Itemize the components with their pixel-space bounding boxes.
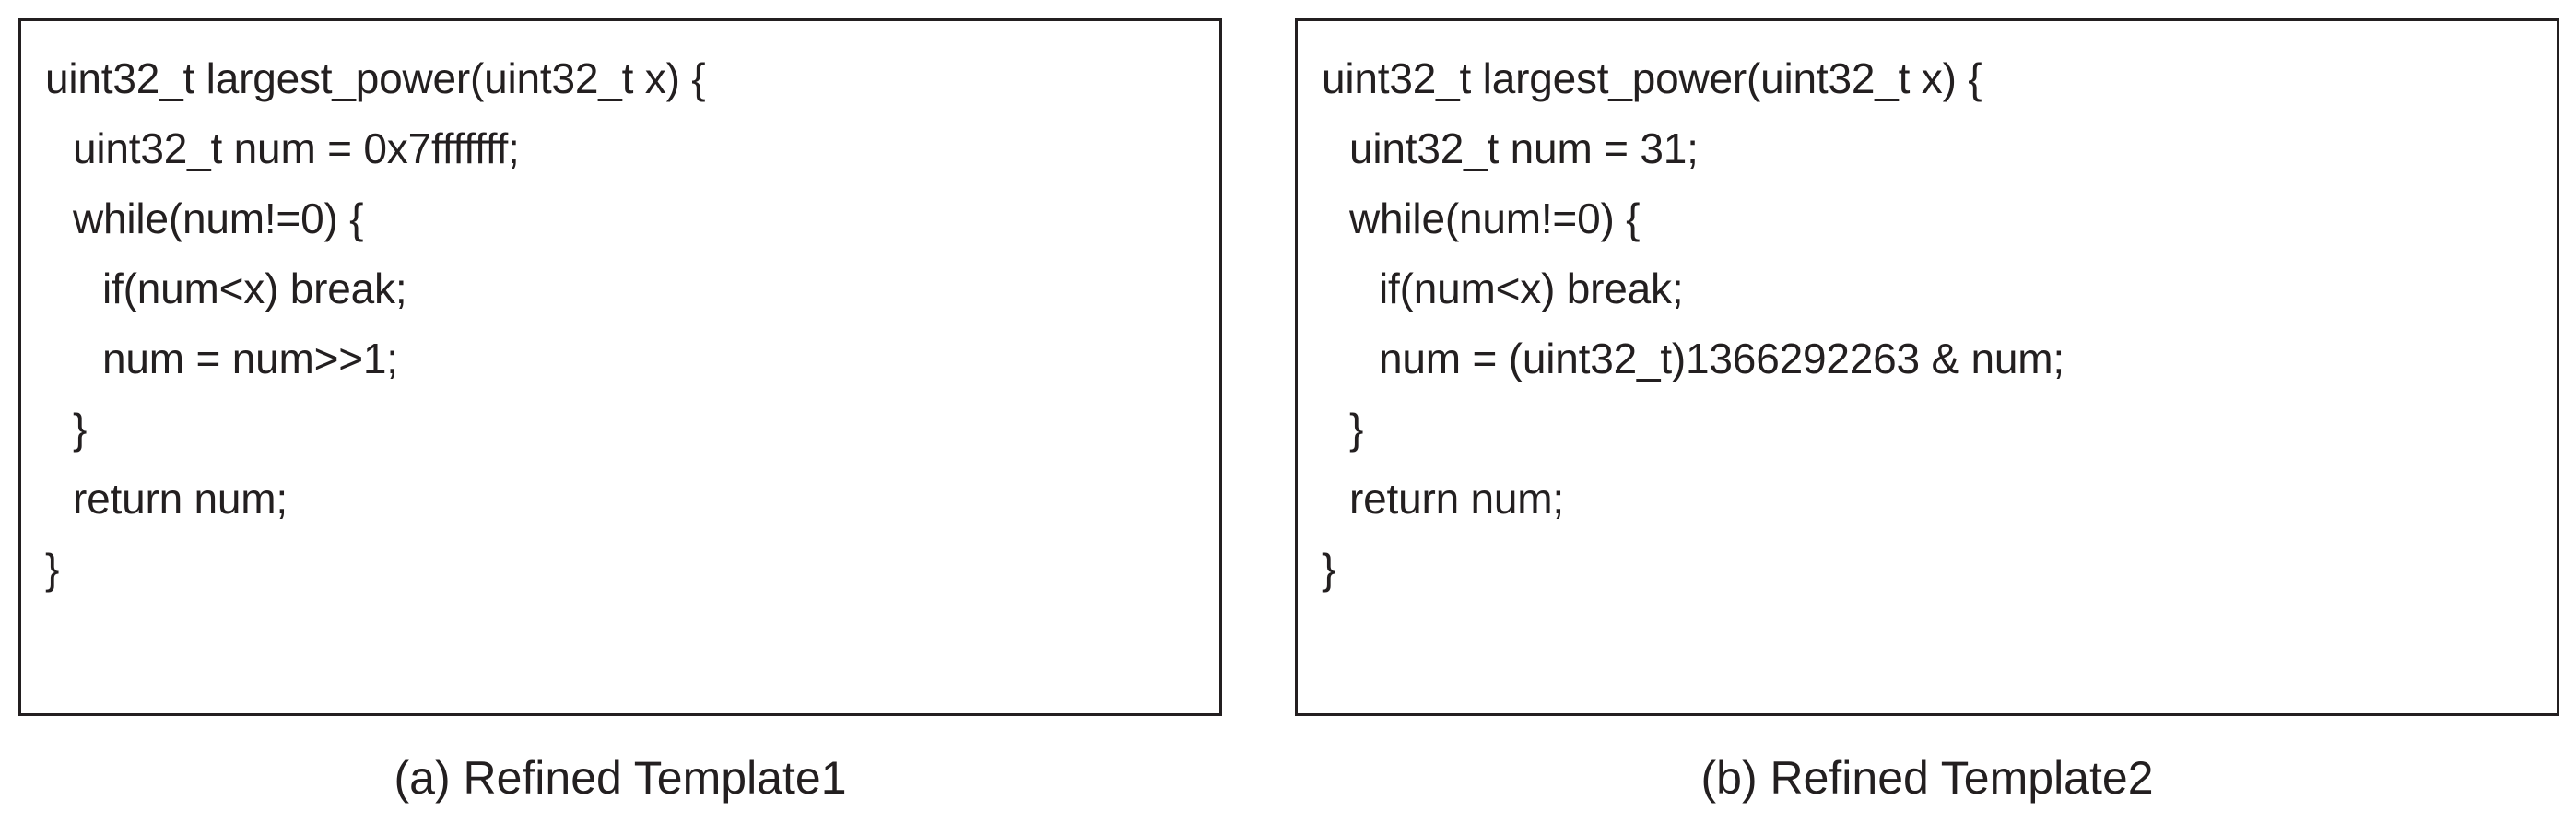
code-line: } — [73, 405, 88, 453]
code-box-template-1: uint32_t largest_power(uint32_t x) { uin… — [18, 18, 1222, 716]
code-line: uint32_t num = 0x7fffffff; — [73, 124, 520, 172]
code-line: uint32_t largest_power(uint32_t x) { — [45, 54, 706, 102]
code-line: return num; — [73, 475, 288, 523]
code-line: } — [45, 545, 60, 593]
code-line: while(num!=0) { — [73, 194, 364, 242]
code-line: uint32_t largest_power(uint32_t x) { — [1322, 54, 1982, 102]
code-line: if(num<x) break; — [102, 265, 407, 312]
code-line: return num; — [1349, 475, 1565, 523]
code-box-template-2: uint32_t largest_power(uint32_t x) { uin… — [1295, 18, 2559, 716]
panel-refined-template-1: uint32_t largest_power(uint32_t x) { uin… — [18, 18, 1222, 805]
panel-caption-a: (a) Refined Template1 — [394, 752, 847, 804]
panel-refined-template-2: uint32_t largest_power(uint32_t x) { uin… — [1295, 18, 2559, 805]
code-line: uint32_t num = 31; — [1349, 124, 1699, 172]
code-line: num = num>>1; — [102, 335, 398, 382]
code-line: if(num<x) break; — [1379, 265, 1684, 312]
panel-caption-b: (b) Refined Template2 — [1700, 752, 2154, 804]
code-line: num = (uint32_t)1366292263 & num; — [1379, 335, 2064, 382]
code-line: while(num!=0) { — [1349, 194, 1641, 242]
code-line: } — [1349, 405, 1364, 453]
code-line: } — [1322, 545, 1336, 593]
